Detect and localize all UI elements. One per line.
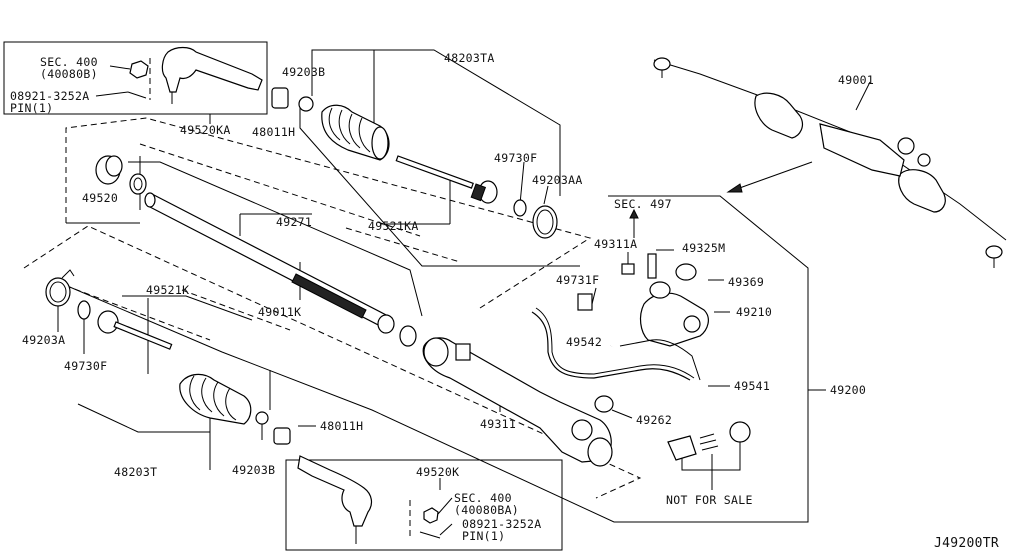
bush-48011h-bottom: [273, 427, 291, 445]
bushing-49520: [95, 155, 147, 195]
bottom-inset-sec-ref: (40080BA): [454, 503, 520, 517]
label-49262: 49262: [636, 413, 673, 427]
clamp-49203a: [45, 269, 75, 307]
label-49541: 49541: [734, 379, 771, 393]
sensor-49325m: [647, 253, 657, 279]
label-sec-497: SEC. 497: [614, 197, 672, 211]
label-49271: 49271: [276, 215, 313, 229]
inner-tie-rod-49521ka: [395, 155, 498, 204]
label-48203ta: 48203TA: [444, 51, 495, 65]
label-49520: 49520: [82, 191, 119, 205]
label-49200: 49200: [830, 383, 867, 397]
label-49730f-top: 49730F: [494, 151, 538, 165]
label-49001: 49001: [838, 73, 875, 87]
nut-icon: [129, 60, 149, 79]
clamp-49203b-top: [298, 96, 314, 112]
label-49210: 49210: [736, 305, 773, 319]
steering-gear-assembly-49001: [653, 57, 1007, 268]
label-49369: 49369: [728, 275, 765, 289]
bush-48011h-top: [271, 87, 289, 109]
valve-49210: [639, 281, 709, 347]
label-48011h-bottom: 48011H: [320, 419, 364, 433]
label-49011k: 49011K: [258, 305, 302, 319]
bracket-49731f: [577, 293, 593, 311]
label-49520ka: 49520KA: [180, 123, 231, 137]
cap-49369: [675, 263, 697, 281]
label-49203a: 49203A: [22, 333, 66, 347]
label-49521ka: 49521KA: [368, 219, 419, 233]
label-49203aa: 49203AA: [532, 173, 583, 187]
clamp-49203b-bottom: [255, 411, 269, 425]
tie-rod-end-outer-top-inset: [161, 46, 263, 93]
bottom-inset-pin: PIN(1): [462, 529, 506, 543]
label-49520k: 49520K: [416, 465, 460, 479]
boot-48203t: [179, 373, 252, 425]
diagram-code: J49200TR: [934, 536, 1000, 551]
label-49325m: 49325M: [682, 241, 726, 255]
bottom-inset-sec: SEC. 400: [454, 491, 512, 505]
label-49203b-top: 49203B: [282, 65, 326, 79]
label-not-for-sale: NOT FOR SALE: [666, 493, 753, 507]
not-for-sale-parts: [667, 421, 751, 461]
label-49521k: 49521K: [146, 283, 190, 297]
inner-tie-rod-49521k: [97, 310, 173, 350]
label-49203b-bottom: 49203B: [232, 463, 276, 477]
label-48203t: 48203T: [114, 465, 158, 479]
top-inset-sec-ref: (40080B): [40, 67, 98, 81]
ring-49730f-top: [513, 199, 527, 217]
boot-48203ta: [321, 104, 390, 161]
label-49731f: 49731F: [556, 273, 600, 287]
dashed-outlines: [23, 117, 642, 499]
label-49311: 49311: [480, 417, 517, 431]
tie-rod-end-outer-bottom-inset: [297, 455, 373, 527]
ring-rack-end: [399, 325, 417, 347]
clamp-49203aa: [532, 205, 558, 239]
hydraulic-line-49542: [531, 311, 691, 381]
nut-icon-bottom: [423, 507, 439, 524]
bolt-49311a: [621, 263, 635, 275]
label-49311a: 49311A: [594, 237, 638, 251]
top-inset-sec: SEC. 400: [40, 55, 98, 69]
ring-49730f-bottom: [77, 300, 91, 320]
top-inset-pin: PIN(1): [10, 101, 54, 115]
label-49730f-bottom: 49730F: [64, 359, 108, 373]
top-inset-box: [3, 41, 268, 115]
gear-housing-49311: [422, 337, 613, 467]
label-48011h-top: 48011H: [252, 125, 296, 139]
label-49542: 49542: [566, 335, 603, 349]
bottom-inset-box: [285, 455, 563, 551]
oring-49262: [594, 395, 614, 413]
bottom-inset-pin-part: 08921-3252A: [462, 517, 542, 531]
top-inset-pin-part: 08921-3252A: [10, 89, 90, 103]
leader-lines: [57, 49, 871, 523]
rack-49011k: [144, 192, 395, 334]
